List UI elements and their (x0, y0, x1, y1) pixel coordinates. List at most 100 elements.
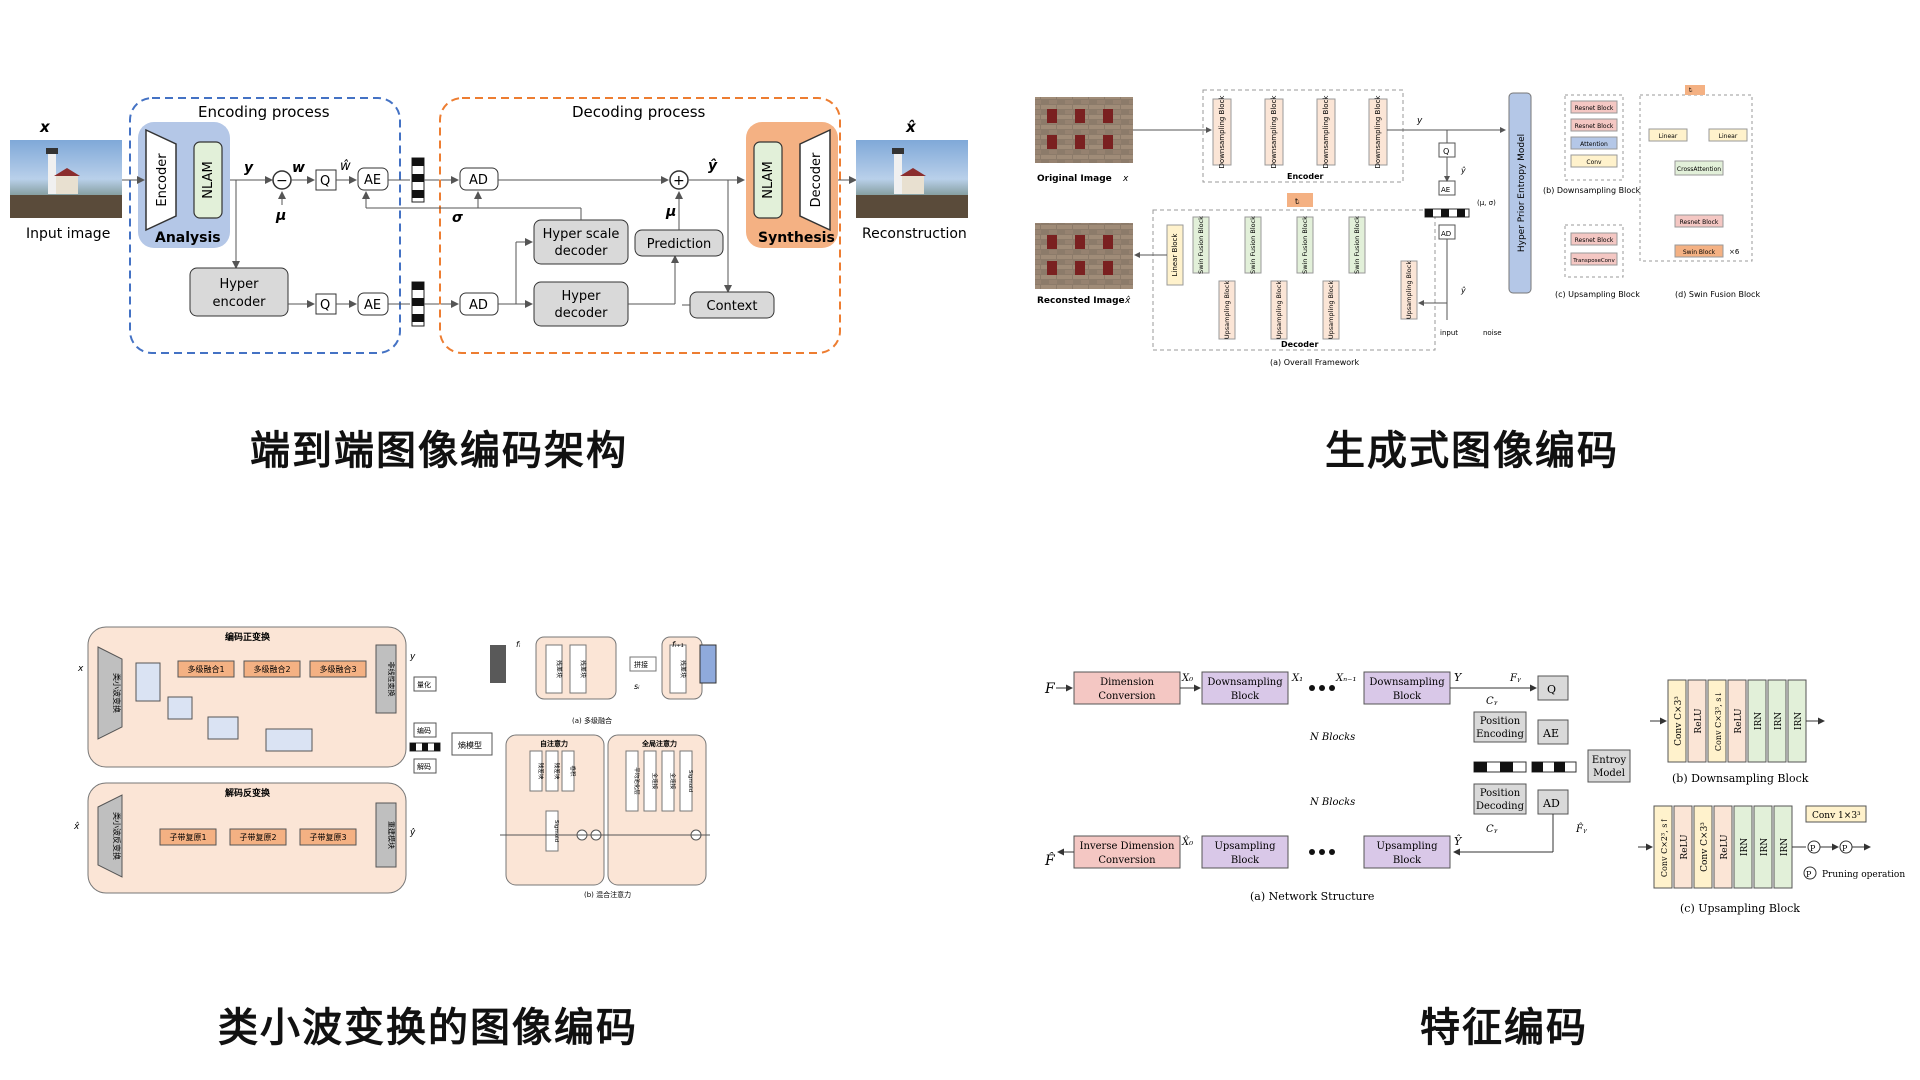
svg-text:tᵢ: tᵢ (1689, 87, 1692, 94)
svg-text:Downsampling Block: Downsampling Block (1374, 95, 1382, 169)
svg-text:ReLU: ReLU (1680, 834, 1690, 860)
d-ti (1685, 83, 1705, 95)
ga-pool (625, 750, 639, 812)
svg-text:IRN: IRN (1760, 838, 1770, 856)
svg-text:Upsampling Block: Upsampling Block (1275, 281, 1283, 339)
ti-label: tᵢ (1295, 197, 1300, 206)
hyper-encoder-l2: encoder (213, 295, 267, 310)
fd-attn (669, 644, 687, 694)
wavelet-inv-label: 类小波反变换 (112, 812, 122, 860)
ga-fc-1 (643, 750, 657, 812)
pos-dec-l2: Decoding (1476, 801, 1525, 812)
global-attn-title: 全局注意力 (641, 739, 677, 748)
pos-dec-l1: Position (1480, 788, 1521, 799)
fusion-2-label: 多级融合2 (253, 664, 290, 674)
panel-wavelet: 编码正变换 类小波变换 x 多级融合1 多级融合2 多级融合3 非线性变换 y … (70, 625, 810, 945)
b-attention (1570, 136, 1618, 150)
svg-text:全连接: 全连接 (669, 773, 677, 790)
ga-fc-2 (661, 750, 675, 812)
bitstream-bottom (411, 281, 425, 327)
concat-box (629, 656, 657, 672)
x-hat-label: x̂ (73, 821, 80, 832)
entropy-model-l2: Model (1593, 768, 1625, 779)
encoder-box (1202, 89, 1404, 183)
d-swin-block (1674, 244, 1724, 258)
F-label: F (1044, 681, 1056, 697)
caption-generative: 生成式图像编码 (1325, 428, 1619, 474)
svg-text:残差块: 残差块 (537, 763, 545, 780)
hyper-decoder-l2: decoder (555, 306, 609, 321)
bitstream (1424, 208, 1470, 218)
pos-enc-box (1473, 711, 1527, 743)
sa-sigmoid (545, 810, 559, 852)
analysis-label: Analysis (155, 230, 221, 246)
q-label: Q (1547, 683, 1556, 696)
encoder-label: Encoder (1287, 172, 1324, 181)
svg-text:IRN: IRN (1774, 712, 1784, 730)
wavelet-fwd-trap (97, 646, 123, 740)
input-image-label: Input image (26, 226, 110, 242)
fi1-tensor (699, 644, 717, 684)
svg-text:Linear: Linear (1659, 133, 1678, 140)
panel-end-to-end: x Input image Encoding process Encoder N… (0, 80, 980, 360)
fusion-2 (243, 660, 301, 678)
input-label: input (1440, 329, 1458, 337)
svg-text:IRN: IRN (1740, 838, 1750, 856)
svg-text:Resnet Block: Resnet Block (1575, 237, 1614, 244)
up-block-2-l2: Block (1393, 855, 1422, 866)
y-label: y (244, 160, 254, 176)
cap-b: (b) Downsampling Block (1543, 186, 1641, 195)
reconstruction-label: Reconstruction (862, 226, 967, 242)
feature-bitstream-left (1473, 761, 1527, 773)
svg-text:残差块: 残差块 (579, 660, 587, 678)
svg-text:Swin Fusion Block: Swin Fusion Block (1249, 216, 1257, 274)
fusion-1 (177, 660, 235, 678)
ga-sigmoid (679, 750, 693, 812)
d-linear-2 (1708, 128, 1748, 142)
inv-right-label: 重建模块 (387, 821, 396, 849)
svg-text:Conv C×3³: Conv C×3³ (1674, 696, 1684, 746)
caption-end-to-end: 端到端图像编码架构 (250, 428, 628, 474)
sa-conv (561, 750, 575, 792)
feature-diagram: F Dimension Conversion X₀ Downsampling B… (1044, 671, 1905, 915)
decoding-process-box (439, 97, 841, 354)
restore-2-label: 子带复原2 (239, 832, 276, 842)
cap-a: (a) Network Structure (1250, 890, 1374, 903)
Y-hat-label: Ŷ (1454, 834, 1463, 848)
svg-text:全连接: 全连接 (651, 773, 659, 790)
w-hat-label: ŵ (340, 159, 351, 174)
svg-text:Swin Block: Swin Block (1683, 249, 1716, 256)
X1-label: X₁ (1291, 673, 1303, 684)
y-hat-label: ŷ (409, 828, 416, 838)
svg-text:Upsampling Block: Upsampling Block (1327, 281, 1335, 339)
b-resnet-2 (1570, 118, 1618, 132)
svg-text:Resnet Block: Resnet Block (1575, 105, 1614, 112)
dim-conv-box (1073, 671, 1181, 705)
pruning-legend-node (1803, 866, 1817, 880)
b-conv (1570, 154, 1618, 168)
up-block-2-l1: Upsampling (1376, 841, 1438, 852)
mu-sigma-label: (μ, σ) (1477, 199, 1496, 207)
encode-label: 编码 (417, 726, 431, 735)
svg-text:Sigmoid: Sigmoid (687, 770, 693, 792)
svg-text:Linear: Linear (1719, 133, 1738, 140)
decoder-trapezoid (799, 128, 831, 232)
minus-sign: − (276, 173, 288, 189)
mu-dec-label: μ (665, 204, 676, 220)
panel-feature: F Dimension Conversion X₀ Downsampling B… (1040, 660, 1920, 930)
entropy-model-box (451, 732, 493, 756)
nlam-dec-label: NLAM (761, 161, 776, 198)
noise-label: noise (1483, 329, 1502, 337)
inv-dim-conv-l1: Inverse Dimension (1080, 841, 1175, 852)
sa-res-2 (545, 750, 559, 792)
decoder-label: Decoder (809, 152, 824, 207)
nlam-enc-label: NLAM (201, 161, 216, 198)
conv-1x3-box (1805, 805, 1867, 823)
ad-top-label: AD (469, 173, 488, 188)
hyper-decoder-l1: Hyper (561, 289, 601, 304)
cap-c: (c) Upsampling Block (1555, 290, 1640, 299)
nlam-enc (193, 141, 223, 219)
cap-a: (a) Overall Framework (1270, 358, 1359, 367)
ae-label: AE (1441, 186, 1450, 194)
XN1-label: Xₙ₋₁ (1335, 673, 1356, 684)
